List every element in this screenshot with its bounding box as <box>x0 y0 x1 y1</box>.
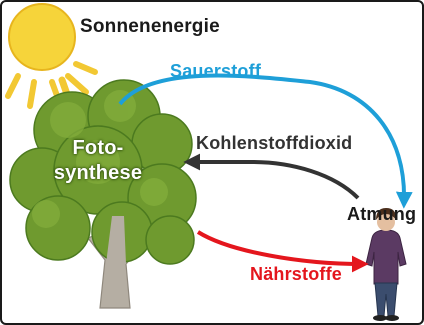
respiration-label: Atmung <box>347 204 417 224</box>
photosynthesis-label-line1: Foto- <box>72 137 124 159</box>
carbon-dioxide-arrow <box>183 153 360 200</box>
oxygen-label: Sauerstoff <box>170 61 262 81</box>
photosynthesis-label-line2: synthese <box>53 162 143 184</box>
nutrients-label: Nährstoffe <box>250 264 343 284</box>
carbon-dioxide-label: Kohlenstoffdioxid <box>196 133 353 153</box>
photosynthesis-label: Foto- synthese <box>28 136 168 186</box>
tree-icon <box>9 79 197 309</box>
nutrients-arrow <box>196 230 369 273</box>
person-icon <box>365 208 407 321</box>
oxygen-arrow <box>118 73 413 209</box>
sun-label: Sonnenenergie <box>80 16 220 37</box>
